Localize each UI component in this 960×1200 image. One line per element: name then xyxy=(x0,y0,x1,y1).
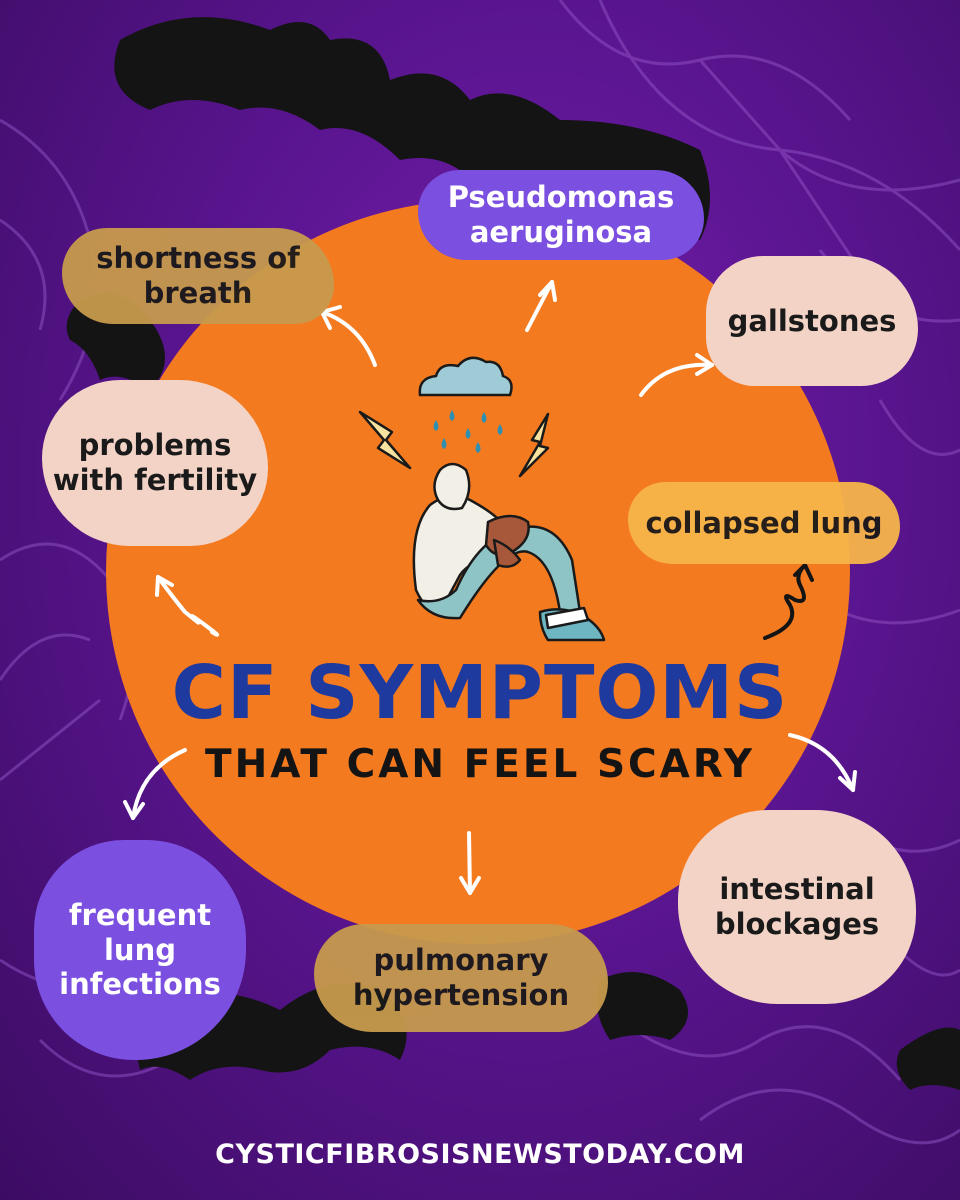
bubble-collapsed-lung: collapsed lung xyxy=(628,482,900,564)
bubble-lung-infections: frequent lung infections xyxy=(34,840,246,1060)
symptom-label: infections xyxy=(59,967,221,1002)
arrow-up-left-icon xyxy=(320,310,377,367)
arrows xyxy=(123,280,857,895)
lightning-bolt-icon xyxy=(358,410,550,478)
symptom-label: lung xyxy=(103,932,176,967)
page-title: CF SYMPTOMS xyxy=(171,650,789,736)
bubble-intestinal-blockages: intestinal blockages xyxy=(678,810,916,1004)
squiggle-arrow-icon xyxy=(156,575,220,637)
squiggle-arrow-up-icon xyxy=(763,563,814,640)
arrow-down-left-icon xyxy=(131,748,187,820)
symptom-label: intestinal xyxy=(719,872,875,907)
arrow-right-icon xyxy=(639,362,714,397)
symptom-label: gallstones xyxy=(727,303,897,338)
symptom-label: frequent xyxy=(68,897,212,932)
symptom-label: shortness of xyxy=(96,241,300,276)
symptom-label: blockages xyxy=(714,907,880,941)
symptom-label: Pseudomonas xyxy=(447,180,675,215)
symptom-label: breath xyxy=(143,276,253,310)
bubble-fertility: problems with fertility xyxy=(42,380,268,546)
arrow-up-icon xyxy=(525,280,554,332)
sitting-person-icon xyxy=(412,462,606,642)
arrow-down-right-icon xyxy=(788,733,855,792)
symptom-label: problems xyxy=(78,428,232,463)
rain-cloud-icon xyxy=(418,356,513,453)
page-subtitle: THAT CAN FEEL SCARY xyxy=(205,742,755,787)
symptom-label: collapsed lung xyxy=(645,505,883,540)
symptom-label: pulmonary xyxy=(373,943,549,978)
bubble-gallstones: gallstones xyxy=(706,256,918,386)
bubble-shortness-of-breath: shortness of breath xyxy=(62,228,334,324)
bubble-pulmonary-hypertension: pulmonary hypertension xyxy=(314,924,608,1032)
symptom-label: with fertility xyxy=(52,463,258,497)
footer-url: CYSTICFIBROSISNEWSTODAY.COM xyxy=(215,1139,745,1170)
bubble-pseudomonas: Pseudomonas aeruginosa xyxy=(418,170,704,260)
symptom-label: aeruginosa xyxy=(469,215,653,249)
symptom-label: hypertension xyxy=(352,978,570,1012)
arrow-down-icon xyxy=(467,831,472,895)
